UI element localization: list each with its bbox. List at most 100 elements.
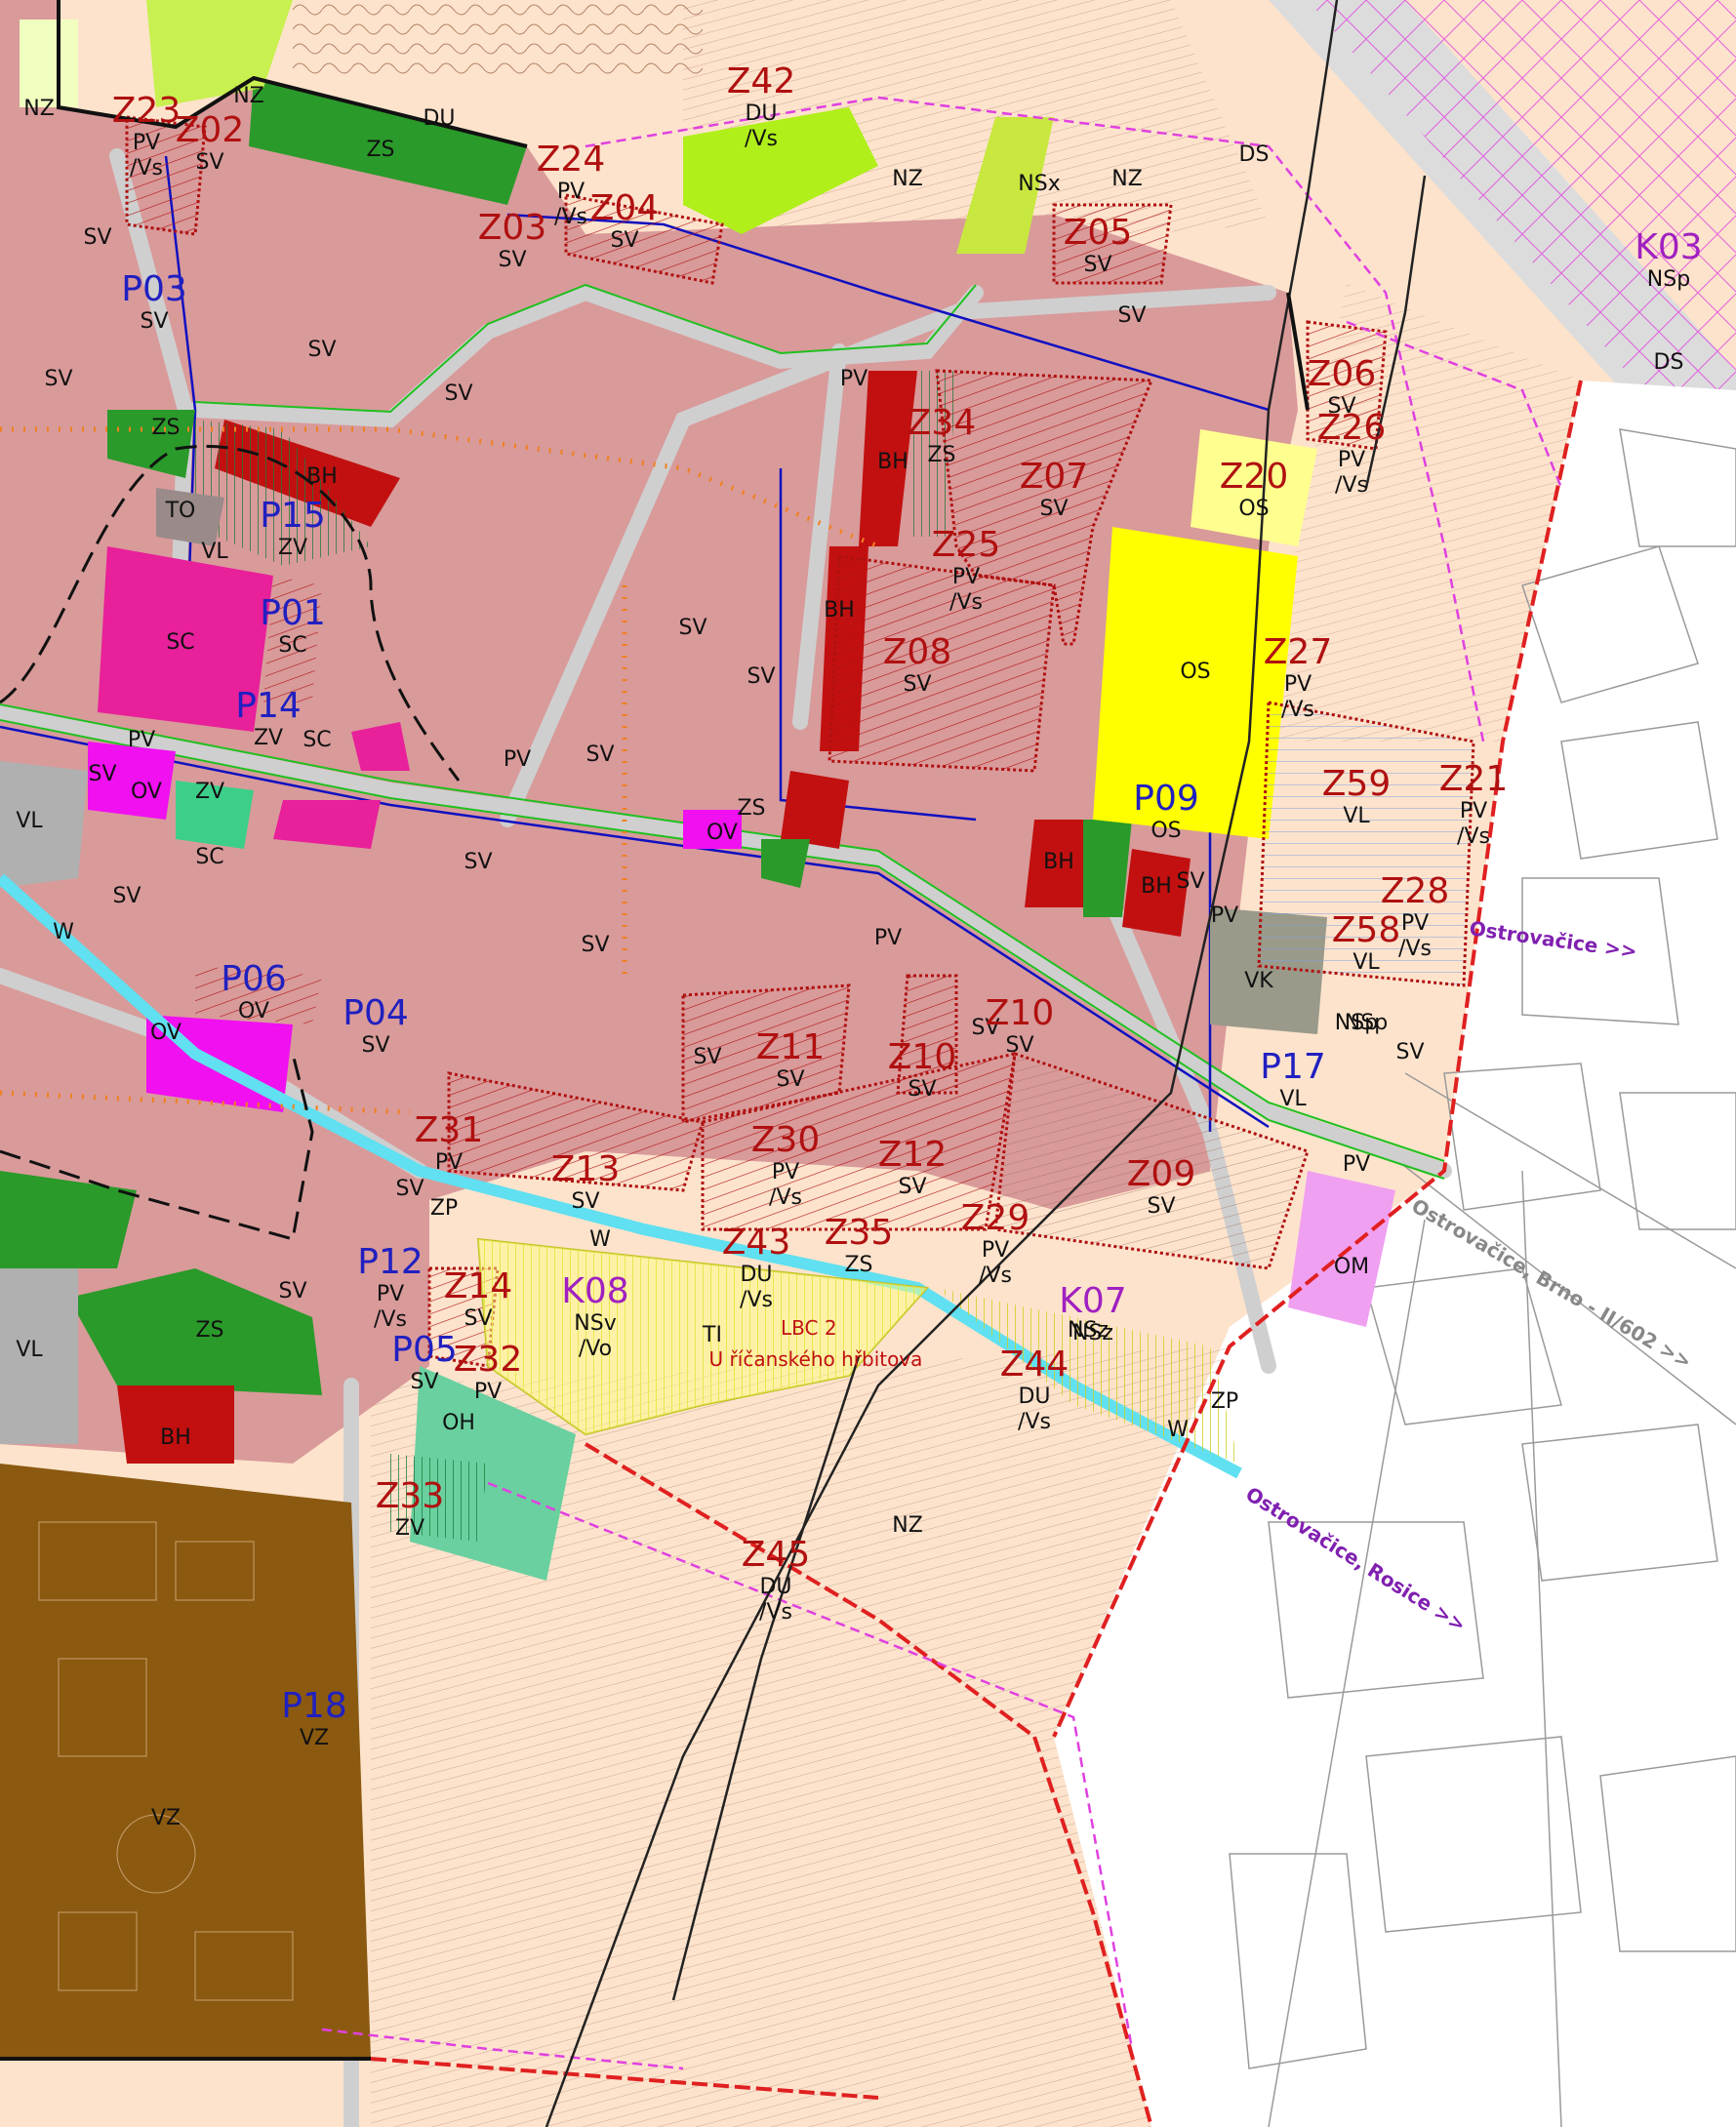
zone-label: OS — [1180, 660, 1210, 684]
plocha-code[interactable]: P17 — [1260, 1047, 1326, 1087]
proposal-code[interactable]: Z30 — [751, 1120, 820, 1160]
proposal-code[interactable]: Z05 — [1064, 213, 1132, 253]
proposal-use: SV — [1039, 497, 1068, 521]
proposal-code[interactable]: Z44 — [1000, 1344, 1069, 1385]
black-dashed-lines — [0, 445, 461, 1241]
proposal-code[interactable]: Z12 — [878, 1135, 947, 1175]
zone-label: PV — [874, 926, 902, 950]
krajina-use: NSv — [574, 1311, 616, 1336]
proposal-code[interactable]: Z27 — [1264, 632, 1332, 672]
cross-hatch-zone — [1308, 0, 1736, 410]
vs-suffix: /Vs — [374, 1307, 407, 1332]
zone-nsp-strip — [683, 107, 878, 234]
proposal-code[interactable]: Z58 — [1332, 910, 1400, 950]
plocha-code[interactable]: P03 — [121, 269, 187, 309]
zone-label: ZS — [366, 138, 394, 162]
proposal-use: PV — [1460, 799, 1487, 823]
proposal-use: SV — [908, 1077, 936, 1102]
krajina-code[interactable]: K07 — [1059, 1281, 1126, 1321]
zone-vz-p18 — [293, 1639, 342, 1805]
zone-label: PV — [1343, 1152, 1370, 1177]
plocha-code[interactable]: P01 — [260, 593, 326, 633]
proposal-code[interactable]: Z21 — [1439, 759, 1508, 799]
proposal-code[interactable]: Z42 — [727, 61, 795, 101]
proposal-code[interactable]: Z45 — [742, 1535, 810, 1575]
zone-label: NZ — [892, 167, 923, 191]
zone-label: DS — [1239, 142, 1270, 167]
proposal-code[interactable]: Z06 — [1308, 354, 1376, 394]
proposal-use: PV — [982, 1238, 1009, 1263]
proposal-use: SV — [195, 150, 223, 175]
zone-label: BH — [306, 464, 338, 489]
krajina-code[interactable]: K03 — [1635, 227, 1702, 267]
proposal-use: OS — [1238, 497, 1269, 521]
proposal-code[interactable]: Z25 — [932, 525, 1000, 565]
proposal-code[interactable]: Z09 — [1127, 1154, 1195, 1194]
plocha-code[interactable]: P09 — [1133, 779, 1199, 819]
vs-suffix: /Vs — [554, 205, 587, 229]
proposal-code[interactable]: Z23 — [112, 91, 181, 131]
vs-suffix: /Vs — [1457, 824, 1490, 849]
proposal-code[interactable]: Z03 — [478, 208, 546, 248]
lbc-label: LBC 2 — [781, 1316, 837, 1340]
proposal-code[interactable]: Z11 — [756, 1027, 825, 1067]
vs-suffix: /Vs — [1398, 937, 1432, 961]
zone-label: VL — [16, 809, 43, 833]
zone-vz — [0, 1464, 371, 2059]
proposal-code[interactable]: Z34 — [908, 403, 976, 443]
proposal-use: PV — [1338, 448, 1365, 472]
proposal-use: PV — [1284, 672, 1312, 697]
zone-label: BH — [877, 450, 908, 474]
plocha-code[interactable]: P15 — [260, 496, 326, 536]
proposal-code[interactable]: Z14 — [444, 1266, 512, 1306]
proposal-code[interactable]: Z29 — [961, 1198, 1029, 1238]
proposal-code[interactable]: Z08 — [883, 632, 951, 672]
proposal-code[interactable]: Z04 — [590, 188, 659, 228]
zone-label: NZ — [892, 1513, 923, 1538]
proposal-code[interactable]: Z26 — [1317, 408, 1386, 448]
proposal-code[interactable]: Z32 — [454, 1340, 522, 1380]
proposal-code[interactable]: Z07 — [1020, 457, 1088, 497]
plocha-use: OV — [238, 999, 269, 1023]
proposal-code[interactable]: Z10 — [986, 993, 1054, 1033]
plocha-code[interactable]: P05 — [391, 1330, 458, 1370]
proposal-use: SV — [464, 1306, 492, 1331]
zone-label: TO — [165, 499, 196, 523]
proposal-code[interactable]: Z13 — [551, 1149, 620, 1189]
settlement-boundary — [0, 0, 1310, 2061]
plocha-code[interactable]: P14 — [235, 686, 302, 726]
krajina-code[interactable]: K08 — [561, 1271, 628, 1311]
zone-zv-p15 — [195, 420, 371, 566]
plocha-code[interactable]: P04 — [343, 993, 409, 1033]
zone-label: PV — [128, 728, 155, 752]
zone-label: NSp — [1335, 1011, 1378, 1035]
plocha-code[interactable]: P06 — [221, 959, 287, 999]
zone-vl-south — [0, 1268, 78, 1444]
proposal-code[interactable]: Z31 — [415, 1110, 483, 1150]
zone-label: DU — [423, 106, 455, 131]
krajina-use: NSz — [1072, 1321, 1113, 1345]
proposal-code[interactable]: Z10 — [888, 1037, 956, 1077]
zone-to — [156, 488, 224, 546]
plocha-use: SV — [140, 309, 168, 334]
vo-suffix: /Vo — [579, 1337, 612, 1361]
zone-label: SV — [1176, 869, 1204, 894]
proposal-code[interactable]: Z35 — [825, 1213, 893, 1253]
plocha-code[interactable]: P12 — [357, 1242, 424, 1282]
proposal-use: PV — [474, 1380, 502, 1404]
proposal-code[interactable]: Z33 — [376, 1476, 444, 1516]
proposal-use: SV — [776, 1067, 804, 1092]
proposal-use: DU — [745, 101, 777, 126]
proposal-code[interactable]: Z20 — [1220, 457, 1288, 497]
plocha-code[interactable]: P18 — [281, 1686, 347, 1726]
proposal-code[interactable]: Z24 — [537, 140, 605, 180]
proposal-code[interactable]: Z02 — [176, 110, 244, 150]
zone-sc-small-1 — [273, 800, 381, 849]
wave-area — [293, 0, 703, 78]
proposal-code[interactable]: Z59 — [1322, 764, 1391, 804]
proposal-code[interactable]: Z28 — [1381, 871, 1449, 911]
proposal-code[interactable]: Z43 — [722, 1223, 790, 1263]
proposal-use: SV — [571, 1189, 599, 1214]
zone-zs-mid — [1083, 820, 1132, 917]
